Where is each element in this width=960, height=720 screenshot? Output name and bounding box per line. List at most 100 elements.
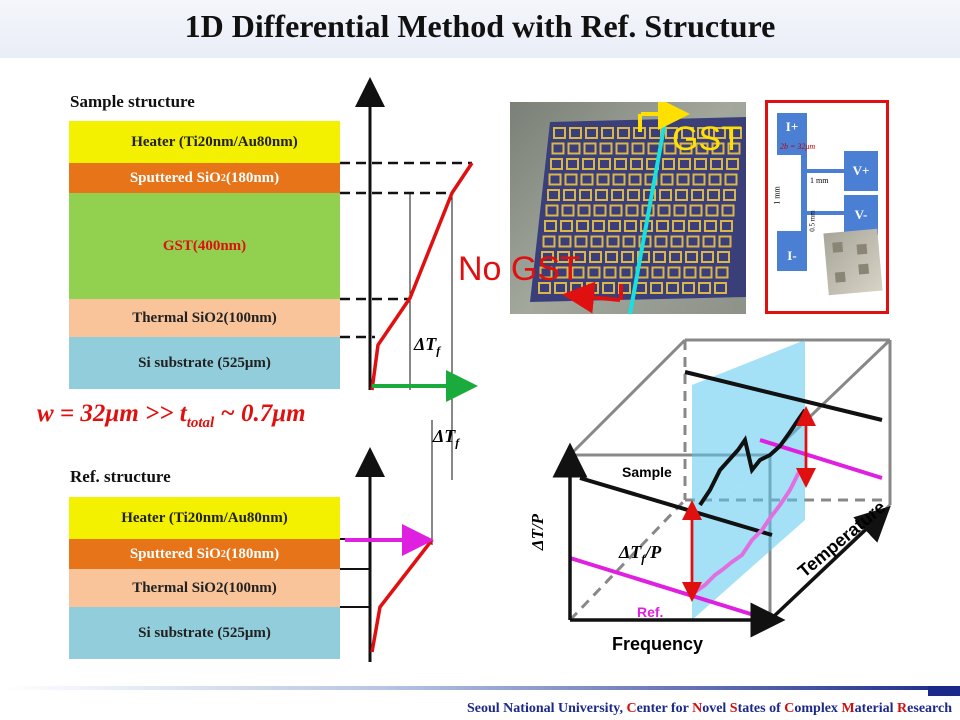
wafer-pad	[561, 204, 575, 217]
wafer-pad	[563, 189, 576, 201]
equation-post: ~ 0.7μm	[214, 400, 306, 427]
delta-tf-p-label: ΔTf/P	[619, 542, 661, 567]
v-minus-lead	[807, 211, 844, 215]
wafer-pad	[611, 189, 624, 201]
footer-part: aterial	[854, 701, 898, 716]
wafer-pad	[656, 220, 669, 232]
wafer-pad	[593, 204, 607, 217]
delta-tf-p-main: ΔT	[619, 542, 642, 562]
wafer-pad	[713, 127, 726, 139]
box-top-left-diag	[568, 338, 687, 457]
sample-curve	[698, 408, 807, 507]
wafer-pad	[701, 251, 714, 263]
wafer-pad	[702, 235, 716, 248]
footer-part: tates of	[737, 701, 785, 716]
footer-part: esearch	[907, 701, 952, 716]
thickness-equation: w = 32μm >> ttotal ~ 0.7μm	[37, 400, 306, 432]
wafer-pad	[710, 158, 723, 170]
wafer-pad	[603, 266, 617, 279]
wafer-pad	[692, 173, 706, 186]
wafer-pad	[670, 235, 684, 248]
wafer-pad	[711, 142, 725, 155]
sample-structure-label: Sample structure	[70, 92, 195, 111]
wafer-pad	[574, 235, 588, 248]
delta-tf-label-1: ΔTf	[414, 334, 440, 359]
ref-layer-substrate: Si substrate (525μm)	[69, 607, 340, 659]
wafer-pad	[587, 266, 601, 279]
wafer-pad	[615, 142, 629, 155]
wafer-pad	[589, 251, 602, 263]
delta-tf-main-1: ΔT	[414, 334, 437, 354]
wafer-pad	[590, 235, 604, 248]
delta-tf-main-2: ΔT	[433, 426, 456, 446]
footer-text: Seoul National University, Center for No…	[467, 701, 952, 717]
footer-part: R	[897, 701, 908, 716]
wafer-pad	[601, 127, 614, 139]
ref-sputtered-post: (180nm)	[225, 545, 280, 562]
sample-sputtered-sub: 2	[220, 172, 226, 184]
wafer-pad	[545, 204, 559, 217]
wafer-pad	[662, 158, 675, 170]
ref-layer-thermal: Thermal SiO2(100nm)	[69, 569, 340, 607]
ref-sputtered-sub: 2	[220, 548, 226, 560]
wafer-pad	[699, 266, 713, 279]
slice-plane-bottom	[692, 455, 805, 620]
ref-layer-heater-text: Heater (Ti20nm/Au80nm)	[121, 509, 288, 526]
footer-rule	[0, 686, 960, 690]
footer-part: M	[841, 701, 855, 716]
x-axis-label: Frequency	[612, 634, 704, 654]
wafer-pad	[694, 158, 707, 170]
wafer-pad	[675, 189, 688, 201]
delta-tf-sub-1: f	[436, 343, 441, 358]
sample-temperature-curve	[370, 162, 474, 391]
sample-layer-heater-text: Heater (Ti20nm/Au80nm)	[131, 133, 298, 150]
wafer-pad	[660, 173, 674, 186]
wafer-pad	[566, 158, 579, 170]
wafer-pad	[592, 220, 605, 232]
wafer-pad	[550, 158, 563, 170]
wafer-pad	[608, 220, 621, 232]
wafer-pad	[612, 173, 626, 186]
footer-part: S	[729, 701, 738, 716]
wafer-pad	[720, 220, 733, 232]
wafer-pad	[707, 189, 720, 201]
front-ref-line	[569, 556, 771, 622]
wafer-pad	[715, 266, 729, 279]
wafer-pad	[685, 251, 698, 263]
dim-32um: 2b = 32μm	[780, 142, 816, 151]
wafer-pad	[573, 251, 586, 263]
heater-strip	[801, 155, 807, 235]
wafer-chip	[530, 102, 746, 314]
wafer-pad	[679, 142, 693, 155]
dim-1mm-horizontal: 1 mm	[810, 176, 829, 185]
front-sample-line	[579, 476, 773, 537]
ref-temperature-curve	[370, 538, 434, 653]
sample-layer-thermal: Thermal SiO2(100nm)	[69, 299, 340, 337]
wafer-pad	[727, 142, 741, 155]
footer-part: Seoul National University,	[467, 701, 627, 716]
wafer-pad	[714, 282, 727, 294]
wafer-pad	[621, 251, 634, 263]
wafer-pad	[624, 220, 637, 232]
wafer-pad	[659, 189, 672, 201]
wafer-pad	[539, 266, 553, 279]
wafer-pad	[598, 158, 611, 170]
delta-tf-sub-2: f	[455, 435, 460, 450]
wafer-pad	[609, 204, 623, 217]
footer-part: C	[626, 701, 637, 716]
wafer-pad	[678, 158, 691, 170]
wafer-pad	[717, 251, 730, 263]
footer-part: enter for	[636, 701, 693, 716]
footer-block	[928, 686, 960, 696]
sample-curve-label: Sample	[622, 464, 672, 480]
box-floor-diag	[568, 498, 687, 622]
pad-v-plus: V+	[844, 151, 878, 191]
wafer-pad	[551, 142, 565, 155]
wafer-pad	[557, 251, 570, 263]
wafer-pad	[606, 235, 620, 248]
sample-layer-gst-text: GST(400nm)	[162, 237, 247, 254]
wafer-pad	[576, 220, 589, 232]
page-title: 1D Differential Method with Ref. Structu…	[184, 8, 776, 44]
wafer-pad	[721, 204, 735, 217]
